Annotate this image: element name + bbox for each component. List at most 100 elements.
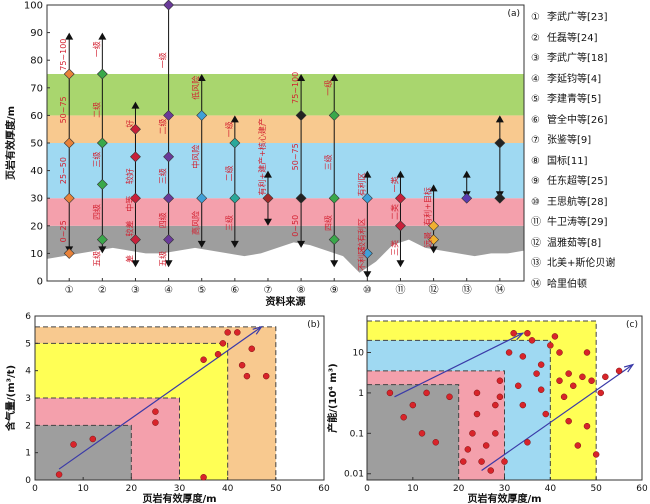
data-point (492, 430, 499, 437)
data-point (602, 373, 609, 381)
trend-arrow-line-0 (394, 332, 524, 398)
legend-text: 北美+斯伦贝谢 (547, 258, 616, 269)
arrow-down (429, 246, 438, 254)
grade-label: 一级 (224, 121, 234, 137)
data-point (432, 439, 439, 446)
grade-label: 四级 (91, 204, 101, 220)
y-axis-label: 产能/(10⁴ m³) (326, 363, 339, 432)
data-point (519, 401, 527, 409)
x-axis-label: 页岩有效厚度/m (467, 492, 541, 504)
data-point (234, 329, 241, 336)
arrow-up (98, 32, 107, 40)
legend-number: ⑨ (531, 176, 540, 187)
diamond-marker (196, 192, 208, 204)
arrow-down (98, 246, 107, 254)
x-tick-label: ① (65, 285, 74, 296)
arrow-down (164, 260, 173, 268)
y-tick-label: 1 (358, 389, 364, 399)
diamond-marker (328, 234, 340, 246)
legend-text: 李延钧等[4] (547, 73, 602, 85)
data-point (565, 370, 572, 377)
y-tick-label: 0 (37, 277, 43, 288)
arrow-up (65, 32, 74, 40)
data-point (583, 349, 591, 356)
diamond-marker (494, 137, 506, 149)
diamond-marker (428, 234, 440, 246)
x-tick-label: ⑥ (230, 285, 239, 296)
x-tick-label: ⑧ (297, 285, 306, 296)
diamond-marker (163, 0, 175, 11)
grade-label: 一级 (323, 80, 333, 96)
grade-label: 0~25 (59, 220, 68, 242)
y-tick-label: 70 (30, 83, 43, 94)
region-border-0 (367, 320, 597, 480)
data-point (524, 329, 531, 337)
legend-text: 王思航等[28] (547, 196, 608, 208)
y-tick-label: 1 (25, 449, 31, 459)
legend-text: 李武广等[23] (547, 12, 608, 23)
region-3 (367, 384, 459, 480)
grade-label: 四级 (158, 212, 168, 228)
legend-number: ⑭ (531, 278, 541, 290)
x-tick-label: 30 (499, 484, 511, 494)
data-point (478, 458, 485, 465)
diamond-marker (395, 192, 406, 204)
y-tick-label: 50 (30, 139, 43, 150)
diamond-marker (63, 68, 75, 80)
data-point (583, 422, 591, 430)
grade-label: 一类 (389, 176, 399, 192)
arrow-up (230, 115, 239, 123)
grade-label: 二类 (389, 204, 399, 220)
arrow-up (131, 101, 140, 109)
arrow-up (495, 115, 504, 123)
data-point (89, 435, 97, 443)
y-axis-label: 含气量/(m³/t) (4, 365, 17, 431)
x-tick-label: 10 (77, 484, 89, 494)
grade-label: 高风险 (191, 211, 201, 235)
arrow-down (396, 260, 405, 268)
grade-label: 三级 (224, 215, 234, 231)
grade-label: 好 (124, 120, 134, 128)
x-tick-label: 60 (636, 484, 648, 494)
diamond-marker (295, 192, 307, 204)
legend-text: 管全中等[26] (547, 114, 608, 126)
y-tick-label: 4 (25, 367, 31, 377)
arrow-up (297, 74, 306, 81)
diamond-marker (328, 109, 340, 121)
grade-label: 50~75 (291, 143, 300, 170)
diamond-marker (163, 192, 175, 204)
data-point (200, 356, 207, 363)
x-tick-label: ⑫ (429, 284, 439, 296)
diamond-marker (328, 192, 340, 204)
band-4 (47, 74, 524, 116)
diamond-marker (96, 234, 108, 246)
legend-text: 温雅茹等[8] (547, 237, 602, 249)
x-tick-label: 20 (453, 484, 465, 494)
data-point (487, 467, 494, 474)
trend-arrow-head-1 (623, 363, 635, 373)
grade-label: 中风险 (191, 145, 201, 169)
data-point (515, 382, 522, 390)
grade-label: 低风险 (191, 76, 201, 100)
x-tick-label: 60 (318, 484, 330, 494)
grade-label: 三级 (323, 154, 333, 170)
diamond-marker (130, 234, 141, 246)
arrow-up (197, 74, 206, 81)
grade-label: 三类 (389, 240, 399, 256)
data-point (537, 361, 545, 368)
y-axis-label: 页岩有效厚度/m (4, 106, 17, 180)
grade-label: 四级 (323, 215, 333, 231)
data-point (400, 413, 407, 421)
data-point (501, 458, 508, 465)
data-point (70, 441, 77, 448)
